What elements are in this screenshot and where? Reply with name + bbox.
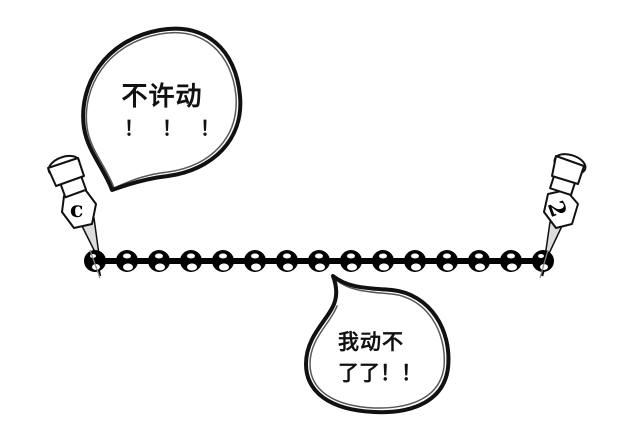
pin-left-letter: c [70,197,84,223]
bubble-bottom-text-line1: 我动不 [338,330,404,354]
bubble-top-text-line1: 不许动 [121,82,203,112]
push-pin-left-icon [47,154,102,277]
speech-bubble-bottom [304,274,451,415]
bubble-top-text-line2: ！！！ [124,116,238,140]
bead-chain [84,249,554,279]
bubble-bottom-text-line2: 了了！！ [338,361,422,385]
speech-bubble-top-left [81,26,243,192]
